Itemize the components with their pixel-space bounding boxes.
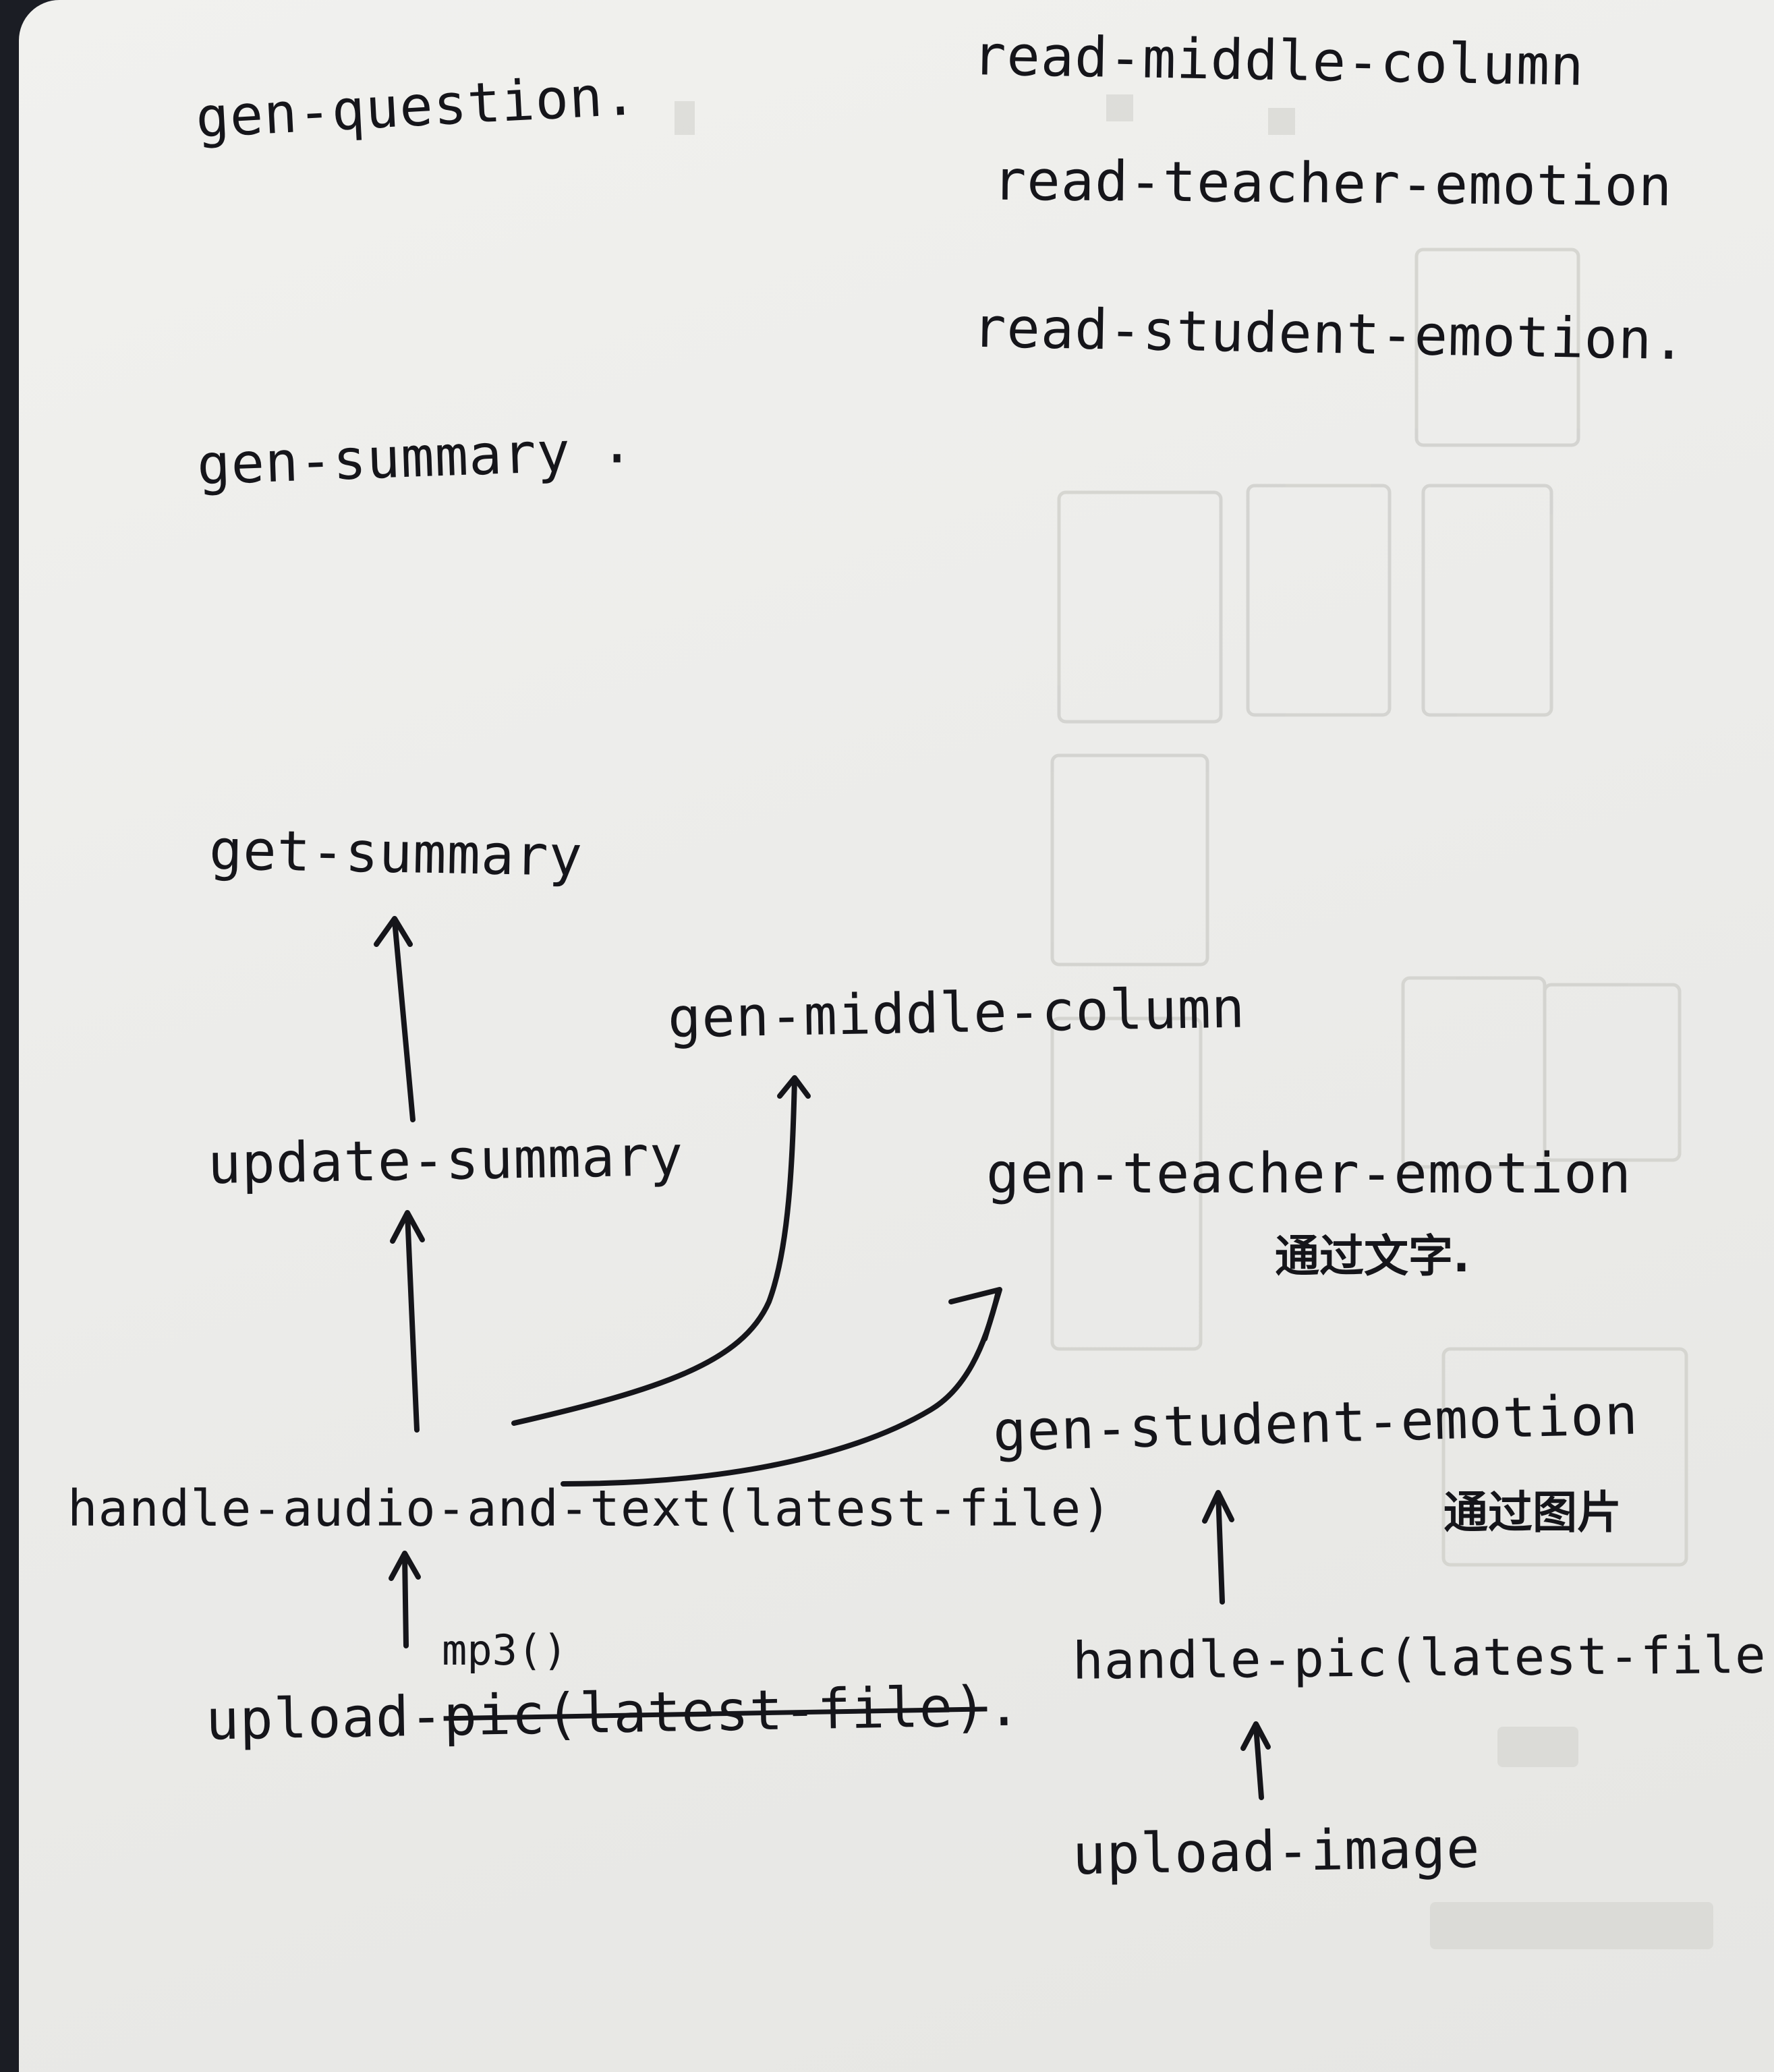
node-upload-image: upload-image — [1072, 1816, 1481, 1888]
node-gen-summary: gen-summary — [196, 420, 572, 498]
node-gen-summary-dot: · — [600, 427, 635, 491]
node-gen-student-emotion: gen-student-emotion — [992, 1383, 1640, 1464]
note-gen-student-emotion: 通过图片 — [1443, 1487, 1622, 1538]
node-update-summary: update-summary — [207, 1124, 684, 1197]
node-read-teacher-emotion: read-teacher-emotion — [992, 148, 1673, 219]
node-gen-middle-column: gen-middle-column — [667, 976, 1247, 1051]
upload-suffix: . — [986, 1674, 1022, 1739]
upload-prefix: upload- — [205, 1684, 445, 1753]
node-handle-audio-and-text: handle-audio-and-text(latest-file) — [67, 1480, 1112, 1538]
node-upload: upload-pic(latest-file). — [205, 1674, 1021, 1752]
node-handle-pic: handle-pic(latest-file) — [1072, 1624, 1774, 1691]
note-gen-teacher-emotion: 通过文字. — [1275, 1230, 1470, 1282]
node-read-student-emotion: read-student-emotion. — [972, 295, 1687, 373]
node-read-middle-column: read-middle-column — [972, 24, 1585, 98]
node-upload-inserted-mp3: mp3() — [442, 1625, 568, 1675]
upload-struck-out: pic(latest-file) — [442, 1675, 988, 1749]
notebook-page — [19, 0, 1774, 2072]
node-get-summary: get-summary — [208, 818, 583, 889]
node-gen-teacher-emotion: gen-teacher-emotion — [986, 1142, 1632, 1206]
